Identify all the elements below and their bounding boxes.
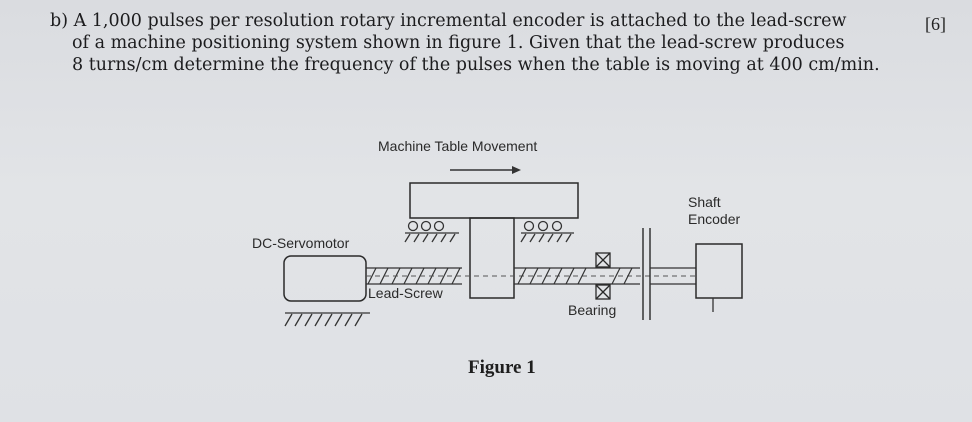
lead-screw-label: Lead-Screw [368,285,444,301]
servomotor-label: DC-Servomotor [252,235,350,251]
question-line-1: b) A 1,000 pulses per resolution rotary … [50,11,847,31]
bearing-label: Bearing [568,302,616,318]
machine-table [409,182,579,219]
dc-servomotor [283,255,367,302]
question-line-3: 8 turns/cm determine the frequency of th… [72,55,880,75]
shaft-encoder [695,243,743,299]
encoder-shaft [650,267,696,285]
shaft-encoder-label-line2: Encoder [688,211,740,227]
motor-ground-hatch [284,312,370,327]
shaft-coupling [642,228,651,320]
shaft-encoder-label-line1: Shaft [688,194,721,210]
bearing-icon [595,252,611,300]
lead-screw-right [514,267,640,285]
table-movement-label: Machine Table Movement [378,138,537,154]
movement-arrow-icon [450,166,521,174]
question-text: b) A 1,000 pulses per resolution rotary … [50,10,930,76]
lead-screw-nut [469,217,515,299]
figure-caption: Figure 1 [468,357,536,378]
question-line-2: of a machine positioning system shown in… [72,33,845,53]
table-rollers-left [404,220,459,243]
marks-label: [6] [925,14,946,34]
table-rollers-right [520,220,574,243]
